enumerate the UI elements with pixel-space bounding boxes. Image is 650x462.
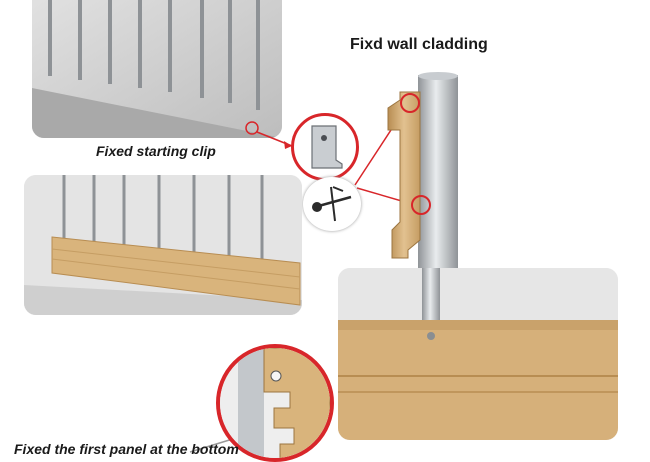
starting-clip-icon	[311, 125, 343, 169]
first-panel-illustration	[24, 175, 302, 315]
first-panel-photo	[24, 175, 302, 315]
vertical-rails	[48, 0, 260, 110]
starting-clip-label: Fixed starting clip	[96, 143, 216, 159]
screw-detail	[303, 177, 361, 231]
wood-profile	[387, 91, 421, 259]
panel-joint-illustration	[220, 348, 330, 458]
starting-clip-detail	[291, 113, 359, 181]
rails-illustration	[32, 0, 282, 138]
closeup-illustration	[338, 268, 618, 440]
rails-on-wall-photo	[32, 0, 282, 138]
first-panel-detail	[216, 344, 334, 462]
screw-icon	[312, 186, 352, 222]
closeup-photo	[338, 268, 618, 440]
first-panel-label: Fixed the first panel at the bottom	[14, 441, 239, 457]
page-title: Fixd wall cladding	[350, 36, 488, 53]
